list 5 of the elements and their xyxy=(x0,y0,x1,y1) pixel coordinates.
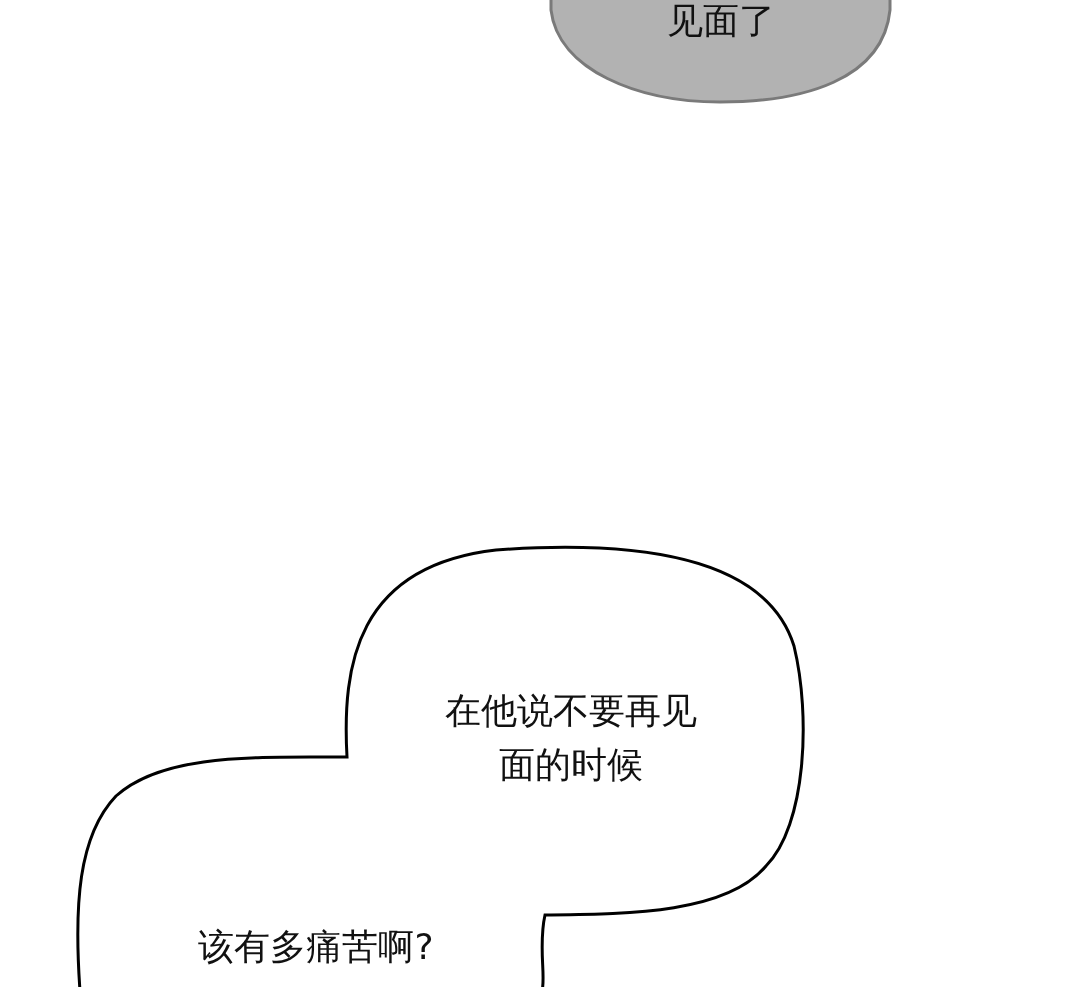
speech-bubble xyxy=(548,0,894,105)
speech-text: 见面了 xyxy=(666,0,776,43)
speech-bubble xyxy=(76,546,802,987)
speech-text: 在他说不要再见面的时候 xyxy=(444,689,698,787)
speech-text: 该有多痛苦啊? xyxy=(197,925,435,969)
